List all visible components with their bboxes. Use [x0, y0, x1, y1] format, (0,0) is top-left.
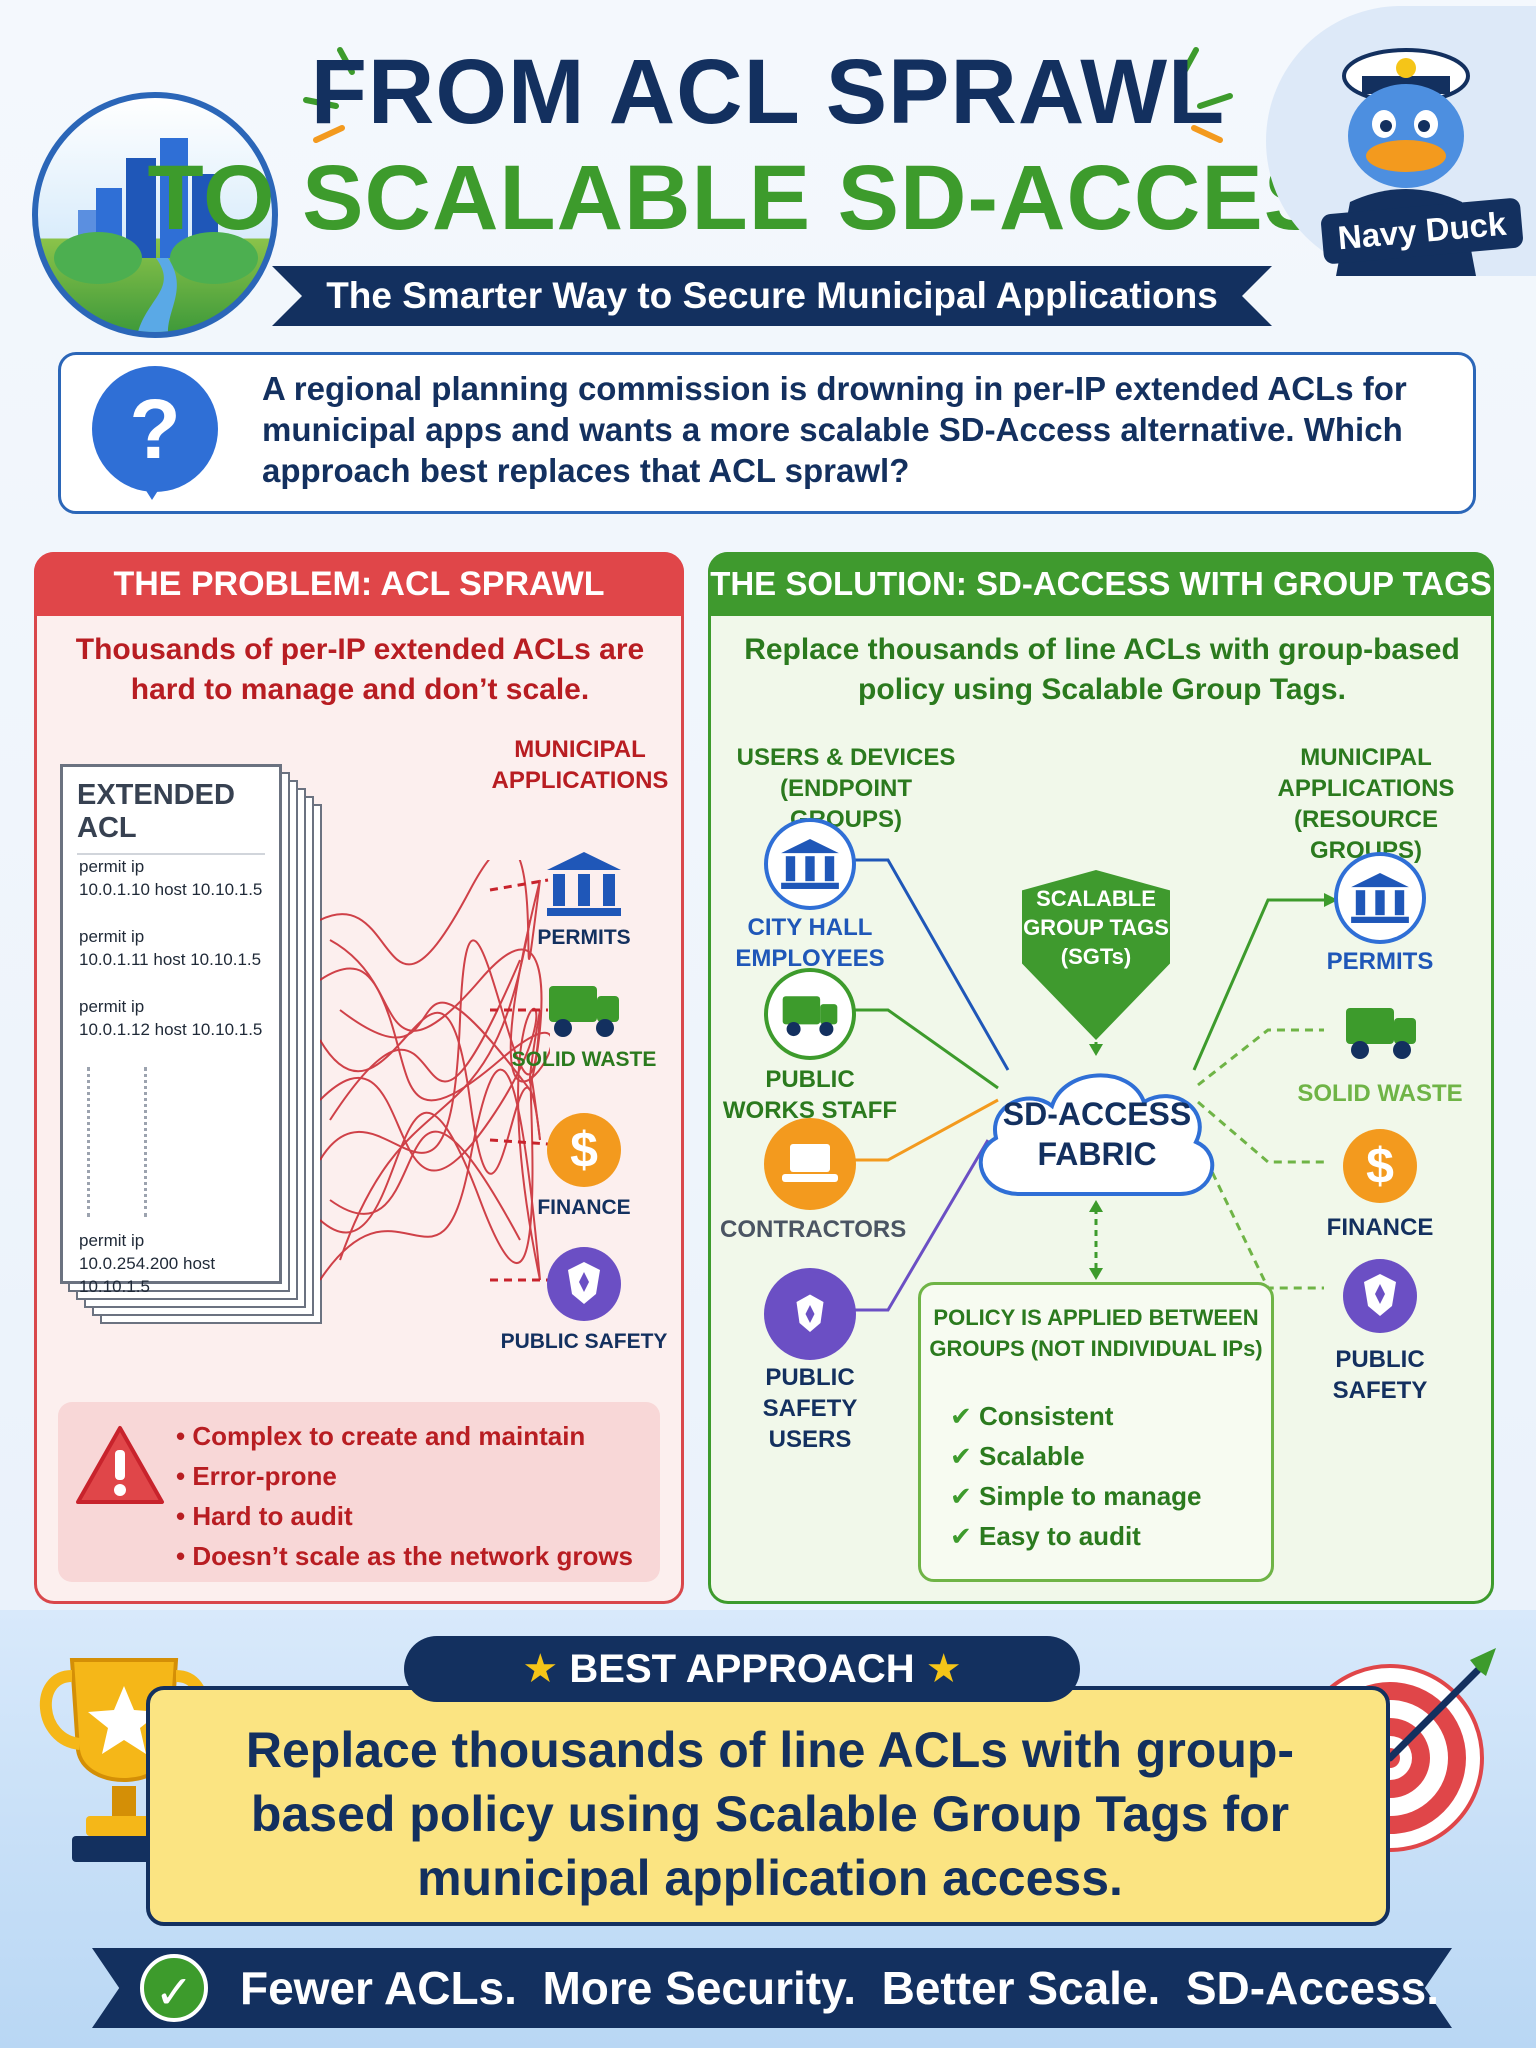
app-label: FINANCE [537, 1196, 631, 1219]
users-label-contractors: CONTRACTORS [720, 1216, 907, 1243]
truck-icon [1346, 1008, 1416, 1059]
acl-line: permit ip 10.0.1.10 host 10.10.1.5 [79, 857, 263, 899]
badge-icon [796, 1294, 824, 1332]
decor-sparks-left [300, 44, 360, 164]
acl-ellipsis [87, 1067, 147, 1217]
users-node-public-safety [764, 1268, 856, 1360]
users-node-city-hall [764, 818, 856, 910]
best-approach-label: ★ BEST APPROACH ★ [404, 1636, 1080, 1702]
badge-icon [1343, 1259, 1417, 1333]
problem-app-public-safety: PUBLIC SAFETY [500, 1244, 668, 1355]
issue-item: Error-prone [176, 1456, 656, 1496]
benefit-item: Easy to audit [950, 1516, 1250, 1556]
acl-document-stack: EXTENDED ACL permit ip 10.0.1.10 host 10… [60, 764, 360, 1344]
question-box [58, 352, 1476, 514]
best-approach-label-text: BEST APPROACH [569, 1647, 915, 1691]
resource-node-finance: $ [1340, 1126, 1420, 1206]
city-logo [32, 92, 278, 338]
fabric-label: SD-ACCESS FABRIC [1002, 1096, 1192, 1172]
badge-icon [547, 1247, 621, 1321]
truck-icon [549, 986, 619, 1037]
solution-heading: THE SOLUTION: SD-ACCESS WITH GROUP TAGS [708, 552, 1494, 616]
question-icon: ? [92, 366, 218, 492]
policy-benefits-list: Consistent Scalable Simple to manage Eas… [950, 1396, 1250, 1556]
solution-subheading: Replace thousands of line ACLs with grou… [744, 633, 1460, 706]
users-label-public-works: PUBLIC WORKS STAFF [722, 1066, 898, 1124]
fabric-connection-lines [848, 858, 1338, 1312]
cloud-icon [978, 1073, 1215, 1196]
dollar-icon: $ [547, 1113, 621, 1187]
title-line-1: FROM ACL SPRAWL [310, 41, 1226, 143]
subtitle-ribbon: The Smarter Way to Secure Municipal Appl… [272, 266, 1272, 326]
acl-tangle-lines [320, 860, 550, 1282]
decor-sparks-right [1176, 44, 1236, 164]
best-approach-answer: Replace thousands of line ACLs with grou… [245, 1722, 1295, 1906]
problem-app-finance: $ FINANCE [500, 1110, 668, 1221]
problem-heading: THE PROBLEM: ACL SPRAWL [34, 552, 684, 616]
app-label: PERMITS [537, 926, 631, 949]
building-icon [781, 839, 839, 889]
users-node-contractors [764, 1118, 856, 1210]
problem-issues-list: Complex to create and maintain Error-pro… [176, 1416, 656, 1576]
policy-title: POLICY IS APPLIED BETWEEN GROUPS (NOT IN… [929, 1305, 1263, 1361]
svg-text:$: $ [570, 1122, 598, 1178]
building-icon [1351, 873, 1409, 923]
users-label-city-hall: CITY HALL EMPLOYEES [735, 914, 885, 972]
title-line-2: TO SCALABLE SD-ACCESS [147, 147, 1389, 249]
issue-item: Doesn’t scale as the network grows [176, 1536, 656, 1576]
star-icon: ★ [925, 1647, 962, 1691]
acl-document: EXTENDED ACL permit ip 10.0.1.10 host 10… [60, 764, 282, 1296]
resource-node-solid-waste [1340, 1000, 1422, 1064]
resource-label-solid-waste: SOLID WASTE [1297, 1080, 1463, 1107]
acl-line: permit ip 10.0.1.11 host 10.10.1.5 [79, 927, 262, 969]
benefit-item: Simple to manage [950, 1476, 1250, 1516]
problem-apps-label: MUNICIPAL APPLICATIONS [491, 736, 669, 794]
resource-node-public-safety [1340, 1256, 1420, 1336]
question-icon-tail [138, 478, 166, 500]
sgt-label: SCALABLE GROUP TAGS (SGTs) [1023, 886, 1169, 969]
benefit-item: Consistent [950, 1396, 1250, 1436]
tagline-bar [92, 1948, 1452, 2028]
benefit-item: Scalable [950, 1436, 1250, 1476]
resource-label-finance: FINANCE [1326, 1214, 1434, 1241]
truck-icon [782, 996, 838, 1037]
problem-app-solid-waste: SOLID WASTE [500, 978, 668, 1073]
resource-node-permits [1334, 852, 1426, 944]
laptop-icon [782, 1144, 838, 1182]
dollar-icon: $ [1343, 1129, 1417, 1203]
building-icon [547, 852, 621, 916]
tagline-text: Fewer ACLs. More Security. Better Scale.… [240, 1962, 1440, 2014]
svg-text:$: $ [1366, 1138, 1394, 1194]
users-node-public-works [764, 968, 856, 1060]
star-icon: ★ [522, 1647, 559, 1691]
trophy-icon [24, 1640, 224, 1870]
acl-line: permit ip 10.0.1.12 host 10.10.1.5 [79, 997, 263, 1039]
check-icon: ✓ [140, 1954, 208, 2022]
issue-item: Hard to audit [176, 1496, 656, 1536]
problem-subheading: Thousands of per-IP extended ACLs are ha… [75, 633, 645, 706]
resource-label-permits: PERMITS [1326, 948, 1434, 975]
users-label-public-safety: PUBLIC SAFETY USERS [762, 1364, 858, 1453]
issue-item: Complex to create and maintain [176, 1416, 656, 1456]
acl-line: permit ip 10.0.254.200 host 10.10.1.5 [79, 1231, 216, 1296]
resource-label-public-safety: PUBLIC SAFETY [1332, 1346, 1428, 1404]
warning-icon [74, 1424, 166, 1506]
question-text: A regional planning commission is drowni… [262, 370, 1407, 489]
acl-title: EXTENDED ACL [77, 779, 265, 855]
app-label: PUBLIC SAFETY [500, 1330, 668, 1353]
app-label: SOLID WASTE [511, 1048, 657, 1071]
problem-app-permits: PERMITS [500, 848, 668, 951]
